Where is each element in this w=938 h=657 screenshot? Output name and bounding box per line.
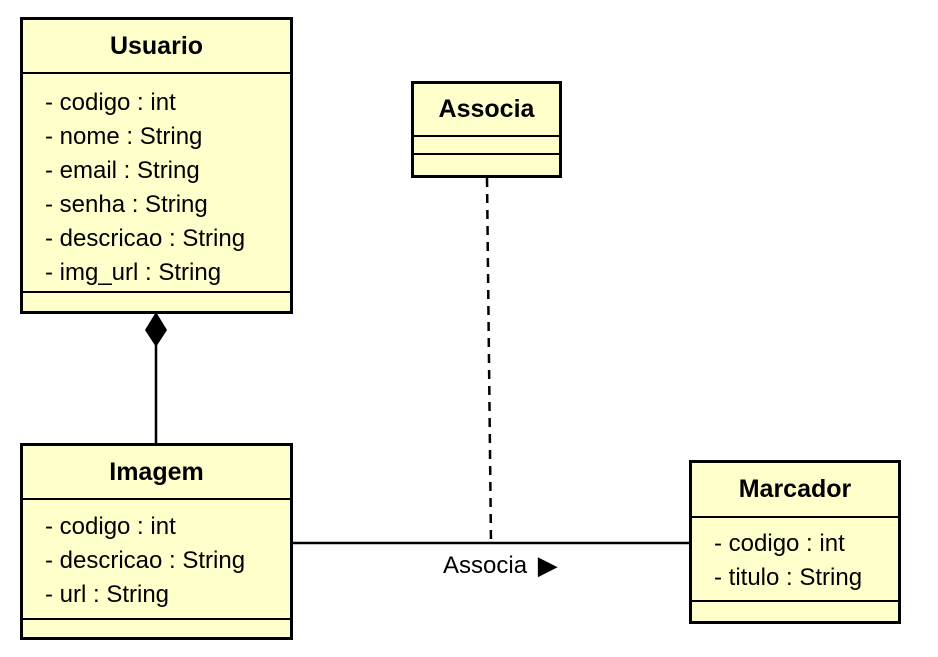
composition-diamond <box>145 312 167 347</box>
class-marcador-title: Marcador <box>692 463 898 518</box>
attribute: - codigo : int <box>45 89 176 116</box>
attribute: - codigo : int <box>45 513 176 540</box>
class-associa-title: Associa <box>414 84 559 137</box>
attribute: - nome : String <box>45 123 203 150</box>
association-label-text: Associa <box>443 552 528 579</box>
class-imagem-attributes: - codigo : int - descricao : String - ur… <box>23 500 290 620</box>
association-class-dashed-line <box>485 177 493 544</box>
attribute: - descricao : String <box>45 547 246 574</box>
class-usuario-title: Usuario <box>23 20 290 74</box>
attribute: - url : String <box>45 581 170 608</box>
class-usuario-attributes: - codigo : int - nome : String - email :… <box>23 74 290 293</box>
class-associa[interactable]: Associa <box>411 81 562 178</box>
class-imagem-title: Imagem <box>23 446 290 500</box>
association-direction-arrow-icon: ▶ <box>537 550 558 580</box>
attribute: - descricao : String <box>45 225 246 252</box>
class-marcador[interactable]: Marcador - codigo : int - titulo : Strin… <box>689 460 901 624</box>
attribute: - titulo : String <box>714 564 863 591</box>
attribute: - img_url : String <box>45 259 222 286</box>
attribute: - email : String <box>45 157 200 184</box>
class-associa-attributes <box>414 137 559 155</box>
class-imagem[interactable]: Imagem - codigo : int - descricao : Stri… <box>20 443 293 640</box>
association-label: Associa ▶ <box>443 549 558 580</box>
class-marcador-attributes: - codigo : int - titulo : String <box>692 518 898 602</box>
class-usuario[interactable]: Usuario - codigo : int - nome : String -… <box>20 17 293 314</box>
attribute: - codigo : int <box>714 530 845 557</box>
attribute: - senha : String <box>45 191 208 218</box>
